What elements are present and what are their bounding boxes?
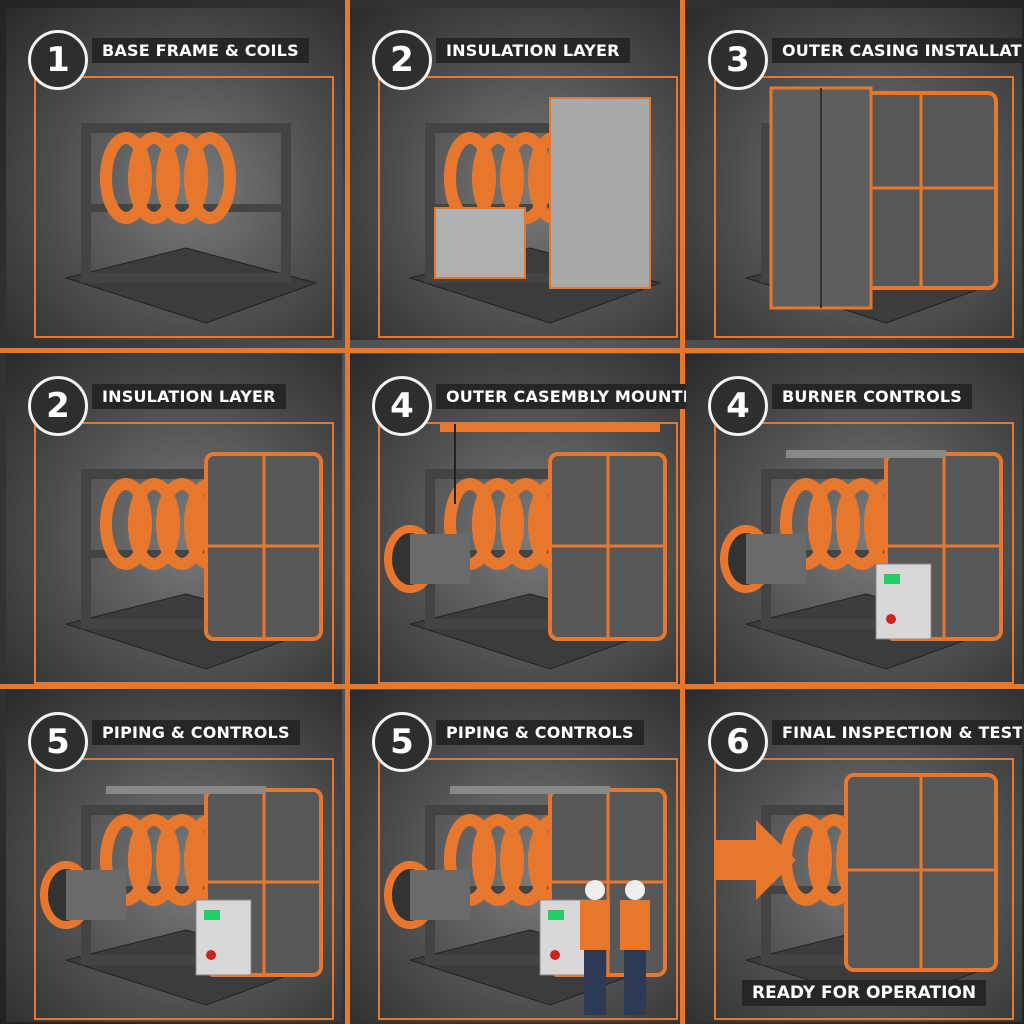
divider (345, 0, 350, 1024)
divider (680, 0, 685, 1024)
divider (0, 684, 1024, 689)
panel-frame (378, 422, 678, 684)
panel-frame (714, 422, 1014, 684)
step-number-badge: 2 (28, 376, 88, 436)
panel-frame (34, 76, 334, 338)
panel-frame (34, 422, 334, 684)
machine-illustration (36, 424, 332, 682)
step-number-badge: 1 (28, 30, 88, 90)
panel-frame (34, 758, 334, 1020)
panel-frame (378, 76, 678, 338)
step-title: FINAL INSPECTION & TESTING (772, 720, 1022, 745)
step-number-badge: 4 (708, 376, 768, 436)
step-number-badge: 2 (372, 30, 432, 90)
panel-frame (714, 758, 1014, 1020)
step-title: BURNER CONTROLS (772, 384, 973, 409)
machine-illustration (380, 760, 676, 1018)
machine-illustration (380, 424, 676, 682)
machine-illustration (36, 78, 332, 336)
divider (0, 348, 1024, 353)
step-title: BASE FRAME & COILS (92, 38, 309, 63)
step-number-badge: 5 (28, 712, 88, 772)
status-caption: READY FOR OPERATION (742, 980, 987, 1006)
step-title: OUTER CASEMBLY MOUNTING (436, 384, 686, 409)
step-number-badge: 6 (708, 712, 768, 772)
step-number-badge: 4 (372, 376, 432, 436)
step-title: INSULATION LAYER (436, 38, 630, 63)
step-title: PIPING & CONTROLS (92, 720, 300, 745)
step-number-badge: 5 (372, 712, 432, 772)
step-title: OUTER CASING INSTALLATION (772, 38, 1022, 63)
machine-illustration (380, 78, 676, 336)
step-number-badge: 3 (708, 30, 768, 90)
machine-illustration (716, 424, 1012, 682)
panel-frame (378, 758, 678, 1020)
step-title: INSULATION LAYER (92, 384, 286, 409)
machine-illustration (36, 760, 332, 1018)
machine-illustration (716, 78, 1012, 336)
panel-frame (714, 76, 1014, 338)
step-title: PIPING & CONTROLS (436, 720, 644, 745)
